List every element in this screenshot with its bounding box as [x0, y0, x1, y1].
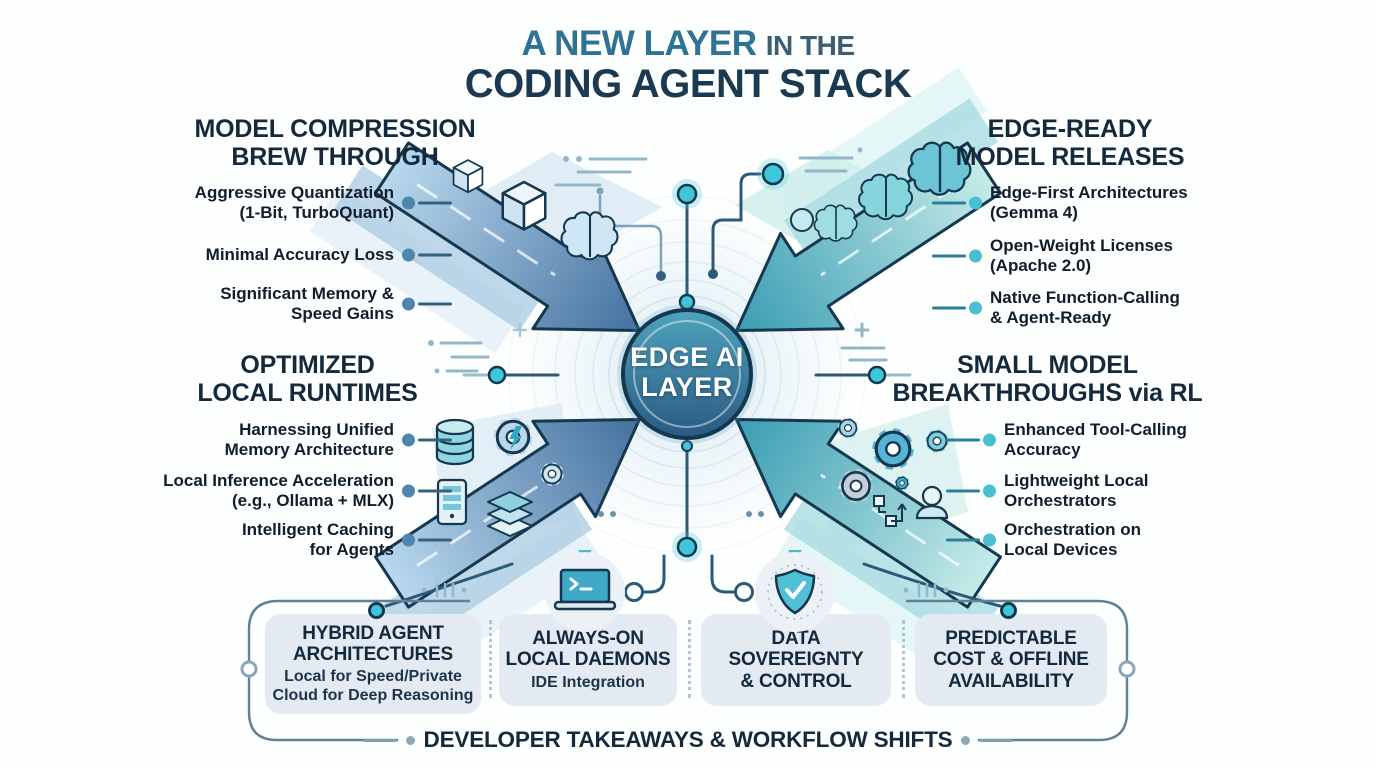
takeaway-box-data-sovereignty: DATA SOVEREIGNTY & CONTROL — [701, 614, 891, 706]
title-rest: IN THE — [765, 30, 855, 61]
rl-breakthrough-icons — [840, 420, 949, 528]
connector-dot — [402, 484, 415, 498]
box-title: ALWAYS-ON LOCAL DAEMONS — [505, 628, 671, 671]
connector — [932, 196, 982, 210]
connector — [402, 196, 452, 210]
layers-icon — [487, 491, 533, 537]
brain-icon — [813, 204, 858, 242]
footer-dot — [405, 735, 415, 745]
gear-icon — [497, 421, 529, 453]
connector-line — [946, 489, 980, 493]
bolt-icon — [509, 426, 522, 450]
footer-dot — [961, 735, 971, 745]
dotted-divider — [688, 620, 691, 698]
person-flowchart-icon — [872, 485, 949, 528]
brain-icon — [858, 173, 914, 221]
connector-dot — [402, 297, 415, 311]
node-dot — [1000, 602, 1017, 619]
connector-dot — [983, 433, 996, 447]
box-subtitle: Local for Speed/Private Cloud for Deep R… — [272, 668, 474, 704]
title-accent: A NEW LAYER — [521, 24, 757, 63]
connector-dot — [402, 533, 415, 547]
dot-icon — [790, 208, 814, 232]
connector-line — [932, 306, 966, 310]
takeaway-box-predictable-cost: PREDICTABLE COST & OFFLINE AVAILABILITY — [915, 614, 1107, 706]
gear-icon — [928, 432, 947, 451]
footer-title: DEVELOPER TAKEAWAYS & WORKFLOW SHIFTS — [423, 727, 953, 752]
gear-icon — [842, 472, 869, 499]
list-item: Orchestration on Local Devices — [946, 520, 1304, 559]
connector — [402, 297, 452, 311]
list-item: Enhanced Tool-Calling Accuracy — [946, 420, 1304, 459]
connector-dot — [983, 533, 996, 547]
connector — [402, 484, 452, 498]
list-item: Local Inference Acceleration (e.g., Olla… — [94, 471, 452, 510]
heading-optimized-runtimes: OPTIMIZED LOCAL RUNTIMES — [197, 351, 418, 407]
connector — [946, 433, 996, 447]
list-item: Intelligent Caching for Agents — [94, 520, 452, 559]
list-item: Edge-First Architectures (Gemma 4) — [932, 183, 1290, 222]
quantization-icons — [452, 159, 619, 261]
connector-line — [946, 538, 980, 542]
connector — [946, 533, 996, 547]
takeaway-box-hybrid-agent: HYBRID AGENT ARCHITECTURES Local for Spe… — [265, 614, 481, 714]
list-item: Harnessing Unified Memory Architecture — [94, 420, 452, 459]
connector-dot — [983, 484, 996, 498]
edge-ai-layer-label: EDGE AI LAYER — [630, 342, 744, 403]
list-item: Significant Memory & Speed Gains — [94, 284, 452, 323]
takeaway-box-local-daemons: ALWAYS-ON LOCAL DAEMONS IDE Integration — [499, 614, 677, 706]
brain-icon — [560, 211, 619, 261]
heading-small-model-rl: SMALL MODEL BREAKTHROUGHS via RL — [892, 351, 1203, 407]
connector-line — [418, 253, 452, 257]
connector — [402, 533, 452, 547]
connector — [946, 484, 996, 498]
footer-line — [979, 738, 1014, 742]
title-line2: CODING AGENT STACK — [464, 61, 912, 106]
connector-line — [932, 254, 966, 258]
list-item: Minimal Accuracy Loss — [94, 245, 452, 265]
connector-line — [418, 201, 452, 205]
connector-dot — [969, 249, 982, 263]
gear-icon — [894, 475, 910, 491]
runtime-icons — [435, 420, 562, 537]
gear-icon — [840, 420, 857, 437]
gear-icon — [876, 432, 910, 466]
dotted-divider — [902, 620, 905, 698]
connector-line — [418, 302, 452, 306]
connector-line — [932, 201, 966, 205]
list-item: Aggressive Quantization (1-Bit, TurboQua… — [94, 183, 452, 222]
box-title: PREDICTABLE COST & OFFLINE AVAILABILITY — [933, 628, 1089, 692]
cube-icon — [501, 180, 547, 231]
connector — [932, 301, 982, 315]
page-title: A NEW LAYER IN THE CODING AGENT STACK — [0, 26, 1376, 104]
connector-line — [946, 438, 980, 442]
connector-dot — [969, 196, 982, 210]
connector-dot — [969, 301, 982, 315]
node-dot — [368, 602, 385, 619]
gear-icon — [543, 465, 562, 484]
footer: DEVELOPER TAKEAWAYS & WORKFLOW SHIFTS — [0, 727, 1376, 753]
footer-line — [362, 738, 397, 742]
connector — [402, 248, 452, 262]
connector — [932, 249, 982, 263]
heading-model-compression: MODEL COMPRESSION BREW THROUGH — [194, 115, 476, 171]
connector-dot — [402, 248, 415, 262]
box-title: HYBRID AGENT ARCHITECTURES — [293, 622, 453, 666]
box-subtitle: IDE Integration — [531, 673, 645, 691]
title-line1: A NEW LAYER IN THE — [0, 26, 1376, 62]
dotted-divider — [489, 620, 492, 698]
connector-dot — [402, 196, 415, 210]
connector — [402, 433, 452, 447]
heading-edge-ready-releases: EDGE-READY MODEL RELEASES — [955, 115, 1185, 171]
connector-dot — [402, 433, 415, 447]
connector-line — [418, 489, 452, 493]
list-item: Native Function-Calling & Agent-Ready — [932, 288, 1290, 327]
list-item: Open-Weight Licenses (Apache 2.0) — [932, 236, 1290, 275]
list-item: Lightweight Local Orchestrators — [946, 471, 1304, 510]
box-title: DATA SOVEREIGNTY & CONTROL — [728, 628, 864, 692]
connector-line — [418, 438, 452, 442]
connector-line — [418, 538, 452, 542]
